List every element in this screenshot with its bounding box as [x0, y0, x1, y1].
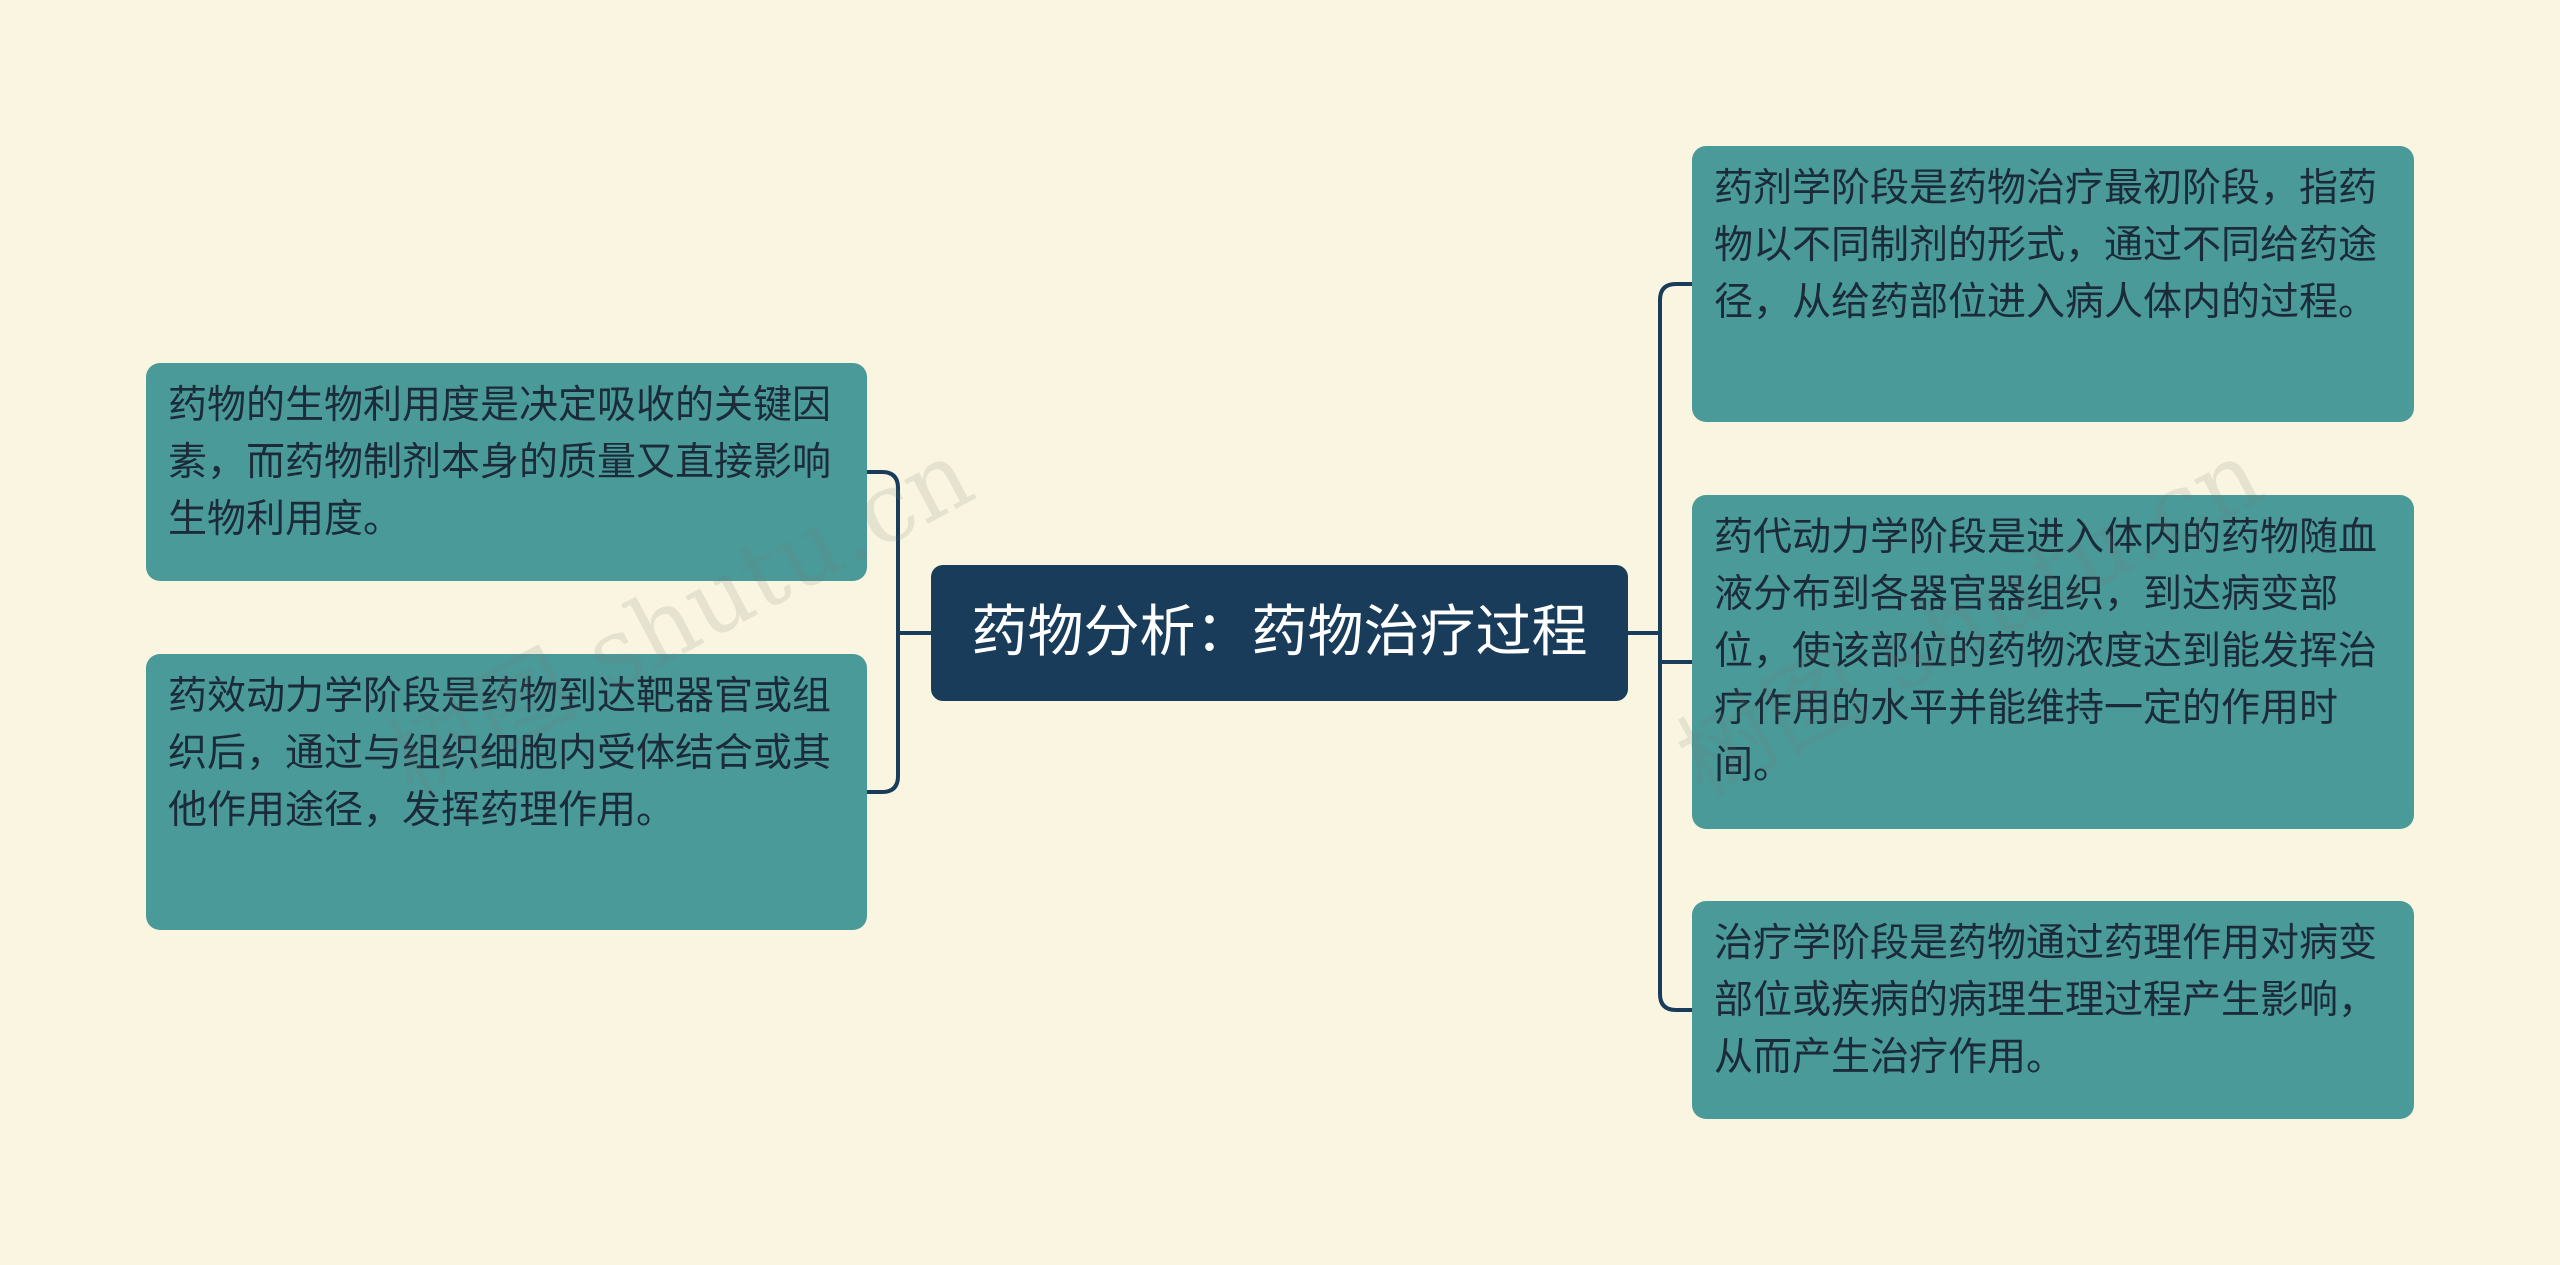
topic-text: 治疗学阶段是药物通过药理作用对病变部位或疾病的病理生理过程产生影响，从而产生治疗…	[1714, 921, 2378, 1080]
topic-pharmaceutics-stage[interactable]: 药剂学阶段是药物治疗最初阶段，指药物以不同制剂的形式，通过不同给药途径，从给药部…	[1692, 146, 2414, 422]
topic-text: 药剂学阶段是药物治疗最初阶段，指药物以不同制剂的形式，通过不同给药途径，从给药部…	[1714, 166, 2378, 325]
connector-right-bracket	[1658, 282, 1692, 1012]
topic-pharmacokinetics-stage[interactable]: 药代动力学阶段是进入体内的药物随血液分布到各器官器组织，到达病变部位，使该部位的…	[1692, 495, 2414, 829]
topic-therapeutics-stage[interactable]: 治疗学阶段是药物通过药理作用对病变部位或疾病的病理生理过程产生影响，从而产生治疗…	[1692, 901, 2414, 1119]
topic-pharmacodynamics[interactable]: 药效动力学阶段是药物到达靶器官或组织后，通过与组织细胞内受体结合或其他作用途径，…	[146, 654, 867, 930]
root-topic-label: 药物分析：药物治疗过程	[971, 600, 1588, 665]
topic-text: 药物的生物利用度是决定吸收的关键因素，而药物制剂本身的质量又直接影响生物利用度。	[168, 383, 832, 542]
topic-bioavailability[interactable]: 药物的生物利用度是决定吸收的关键因素，而药物制剂本身的质量又直接影响生物利用度。	[146, 363, 867, 581]
topic-text: 药代动力学阶段是进入体内的药物随血液分布到各器官器组织，到达病变部位，使该部位的…	[1714, 515, 2378, 788]
root-topic[interactable]: 药物分析：药物治疗过程	[931, 565, 1628, 701]
connector-left-bracket	[867, 470, 900, 794]
topic-text: 药效动力学阶段是药物到达靶器官或组织后，通过与组织细胞内受体结合或其他作用途径，…	[168, 674, 832, 833]
